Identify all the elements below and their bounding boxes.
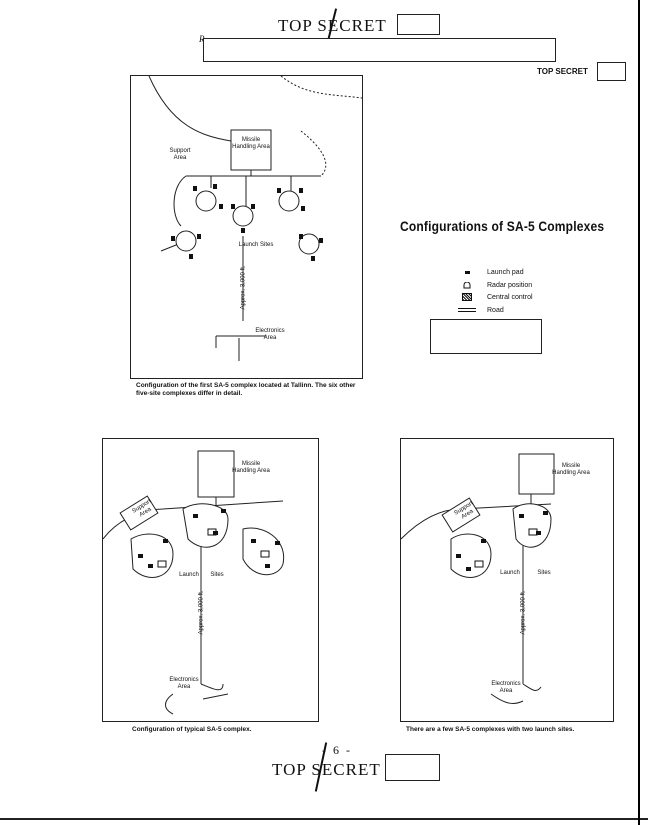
label-electronics-area-tallinn: Electronics Area: [255, 328, 285, 341]
label-support-area-tallinn: Support Area: [169, 148, 191, 161]
page-number: - 6 -: [322, 743, 352, 757]
legend-item-launch-pad: Launch pad: [458, 268, 524, 276]
legend-label: Radar position: [487, 281, 533, 289]
label-launch-typical: Launch: [179, 572, 199, 578]
label-distance-two-site: Approx. 3,000 ft.: [520, 590, 527, 635]
redaction-box-top: [397, 14, 440, 35]
caption-typical: Configuration of typical SA-5 complex.: [132, 726, 252, 733]
redaction-box-small: [597, 62, 626, 81]
caption-tallinn: Configuration of the first SA-5 complex …: [136, 382, 356, 397]
map-tallinn: Missile Handling Area Support Area Launc…: [130, 75, 363, 379]
redaction-bar-header: [203, 38, 556, 62]
map-typical-drawing: [103, 450, 285, 715]
label-missile-area-two-site: Missile Handling Area: [552, 463, 590, 476]
map-tallinn-drawing: [148, 76, 362, 361]
label-sites-typical: Sites: [210, 572, 224, 578]
caption-two-site: There are a few SA-5 complexes with two …: [406, 726, 575, 733]
central-control-icon: [458, 293, 476, 301]
legend-label: Launch pad: [487, 268, 524, 276]
classification-small: TOP SECRET: [537, 67, 588, 76]
redaction-box-legend: [430, 319, 542, 354]
label-electronics-area-two-site: Electronics Area: [491, 681, 521, 694]
legend-item-road: Road: [458, 306, 504, 314]
map-two-site-drawing: [401, 453, 555, 704]
legend-label: Central control: [487, 293, 533, 301]
launch-pad-icon: [458, 268, 476, 276]
page-right-edge: [638, 0, 640, 825]
label-distance-tallinn: Approx. 3,000 ft.: [240, 265, 247, 310]
figure-title: Configurations of SA-5 Complexes: [400, 218, 605, 234]
map-typical: Missile Handling Area Support Area Launc…: [102, 438, 319, 722]
label-missile-area-tallinn: Missile Handling Area: [232, 137, 270, 150]
label-launch-sites-tallinn: Launch Sites: [238, 242, 274, 248]
radar-icon: [458, 281, 476, 289]
label-electronics-area-typical: Electronics Area: [169, 677, 199, 690]
redaction-box-bottom: [385, 754, 440, 781]
road-icon: [458, 306, 476, 314]
classification-bottom: TOP SECRET: [272, 760, 381, 779]
label-launch-two-site: Launch: [500, 570, 520, 576]
legend-label: Road: [487, 306, 504, 314]
label-sites-two-site: Sites: [537, 570, 551, 576]
map-two-site: Missile Handling Area Support Area Launc…: [400, 438, 614, 722]
label-missile-area-typical: Missile Handling Area: [232, 461, 270, 474]
page-bottom-rule: [0, 818, 648, 820]
label-distance-typical: Approx. 3,000 ft.: [198, 590, 205, 635]
legend-item-central-control: Central control: [458, 293, 533, 301]
fragment-text: R: [199, 34, 205, 44]
legend-item-radar-position: Radar position: [458, 281, 532, 289]
